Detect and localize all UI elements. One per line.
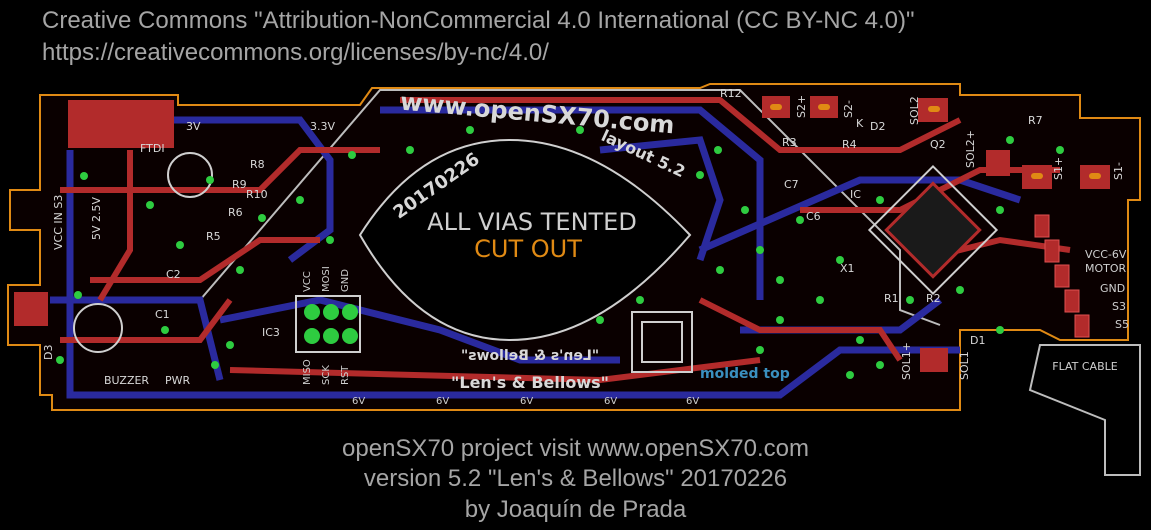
molded-top: molded top (700, 366, 790, 382)
cutout (358, 138, 692, 342)
header-pin-rst: RST (340, 365, 351, 385)
label-q2: Q2 (930, 138, 946, 151)
pin-label-vcc: VCC-6V (1085, 248, 1127, 261)
label-33v: 3.3V (310, 120, 335, 133)
label-r9: R9 (232, 178, 247, 191)
header-pin-labels: VCC MOSI GND MISO SCK RST (302, 266, 351, 385)
label-ftdi: FTDI (140, 142, 165, 155)
header-pin-gnd: GND (340, 269, 351, 292)
label-r6: R6 (228, 206, 243, 219)
label-d2: D2 (870, 120, 885, 133)
label-r8: R8 (250, 158, 265, 171)
header-pin-sck: SCK (321, 365, 332, 385)
label-r7: R7 (1028, 114, 1043, 127)
rail-label: 6V (352, 396, 365, 407)
license-line: Creative Commons "Attribution-NonCommerc… (42, 7, 915, 34)
lens-bottom: "Len's & Bellows" (451, 373, 609, 392)
header-pin-mosi: MOSI (321, 266, 332, 292)
label-r4: R4 (842, 138, 857, 151)
label-r5: R5 (206, 230, 221, 243)
silk-frame (199, 89, 941, 326)
flat-cable: FLAT CABLE (1052, 360, 1117, 373)
pin-labels: VCC-6V MOTOR GND S3 S5 (1085, 248, 1129, 331)
label-c6: C6 (806, 210, 821, 223)
rail-label: 6V (686, 396, 699, 407)
label-buzzer: BUZZER (104, 374, 149, 387)
label-ic3: IC3 (262, 326, 280, 339)
footer-line-1: openSX70 project visit www.openSX70.com (342, 435, 809, 462)
label-s2minus: S2- (842, 100, 855, 118)
label-5v-25v: 5V 2.5V (90, 196, 103, 240)
label-sol2plus: SOL2+ (964, 130, 977, 168)
label-r10: R10 (246, 188, 268, 201)
rail-label: 6V (436, 396, 449, 407)
label-r2: R2 (926, 292, 941, 305)
vias-note: ALL VIAS TENTED (427, 208, 637, 236)
pin-label-s5: S5 (1115, 318, 1129, 331)
mcu-chip (867, 164, 999, 296)
label-d3: D3 (42, 345, 55, 360)
label-c1: C1 (155, 308, 170, 321)
sensor-square (631, 311, 693, 373)
label-c7: C7 (784, 178, 799, 191)
label-s2plus: S2+ (795, 95, 808, 118)
cutout-note: CUT OUT (474, 235, 582, 263)
rail-label: 6V (520, 396, 533, 407)
vias (56, 126, 1064, 379)
license-url: https://creativecommons.org/licenses/by-… (42, 39, 549, 66)
label-r3: R3 (782, 136, 797, 149)
label-x1: X1 (840, 262, 855, 275)
rail-labels: 6V 6V 6V 6V 6V (352, 396, 699, 407)
header-pin-miso: MISO (302, 359, 313, 385)
label-r1: R1 (884, 292, 899, 305)
label-vcc-in: VCC IN S3 (52, 195, 65, 250)
label-c2: C2 (166, 268, 181, 281)
component-labels: R12 S2+ S2- SOL2 SOL2+ K D2 R7 R3 R4 Q2 … (42, 87, 1125, 387)
flat-cable-outline (1028, 344, 1141, 476)
pin-label-gnd: GND (1100, 282, 1125, 295)
label-s1plus: S1+ (1052, 157, 1065, 180)
label-r12: R12 (720, 87, 742, 100)
label-k: K (856, 117, 864, 130)
pin-label-motor: MOTOR (1085, 262, 1127, 275)
label-3v: 3V (186, 120, 201, 133)
label-sol1plus: SOL1+ (900, 342, 913, 380)
label-s1minus: S1- (1112, 162, 1125, 180)
lens-mirror: "Len's & Bellows" (461, 348, 599, 364)
pin-label-s3: S3 (1112, 300, 1126, 313)
label-d1: D1 (970, 334, 985, 347)
isp-header (295, 295, 361, 353)
footer-line-2: version 5.2 "Len's & Bellows" 20170226 (363, 465, 788, 492)
footer-line-3: by Joaquín de Prada (464, 496, 687, 523)
header-pin-vcc: VCC (302, 271, 313, 292)
label-pwr: PWR (165, 374, 191, 387)
label-sol2: SOL2 (908, 96, 921, 125)
label-ic: IC (850, 188, 861, 201)
label-sol1: SOL1 (958, 351, 971, 380)
buzzer (73, 303, 123, 353)
rail-label: 6V (604, 396, 617, 407)
